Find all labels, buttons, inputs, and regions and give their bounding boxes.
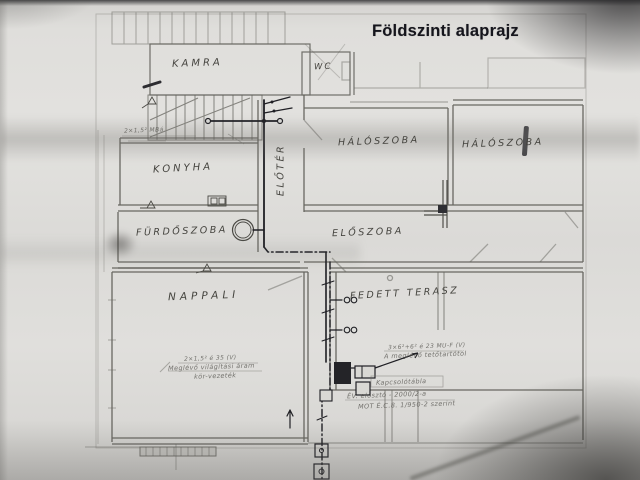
ink-marks [142, 80, 529, 157]
sink-symbol [207, 195, 227, 207]
room-wc [301, 51, 351, 96]
panel-black-box [334, 362, 351, 384]
switch-symbol-2 [141, 96, 157, 109]
meter-box [354, 365, 376, 379]
entry-steps [85, 444, 217, 470]
walls-mid [117, 95, 584, 269]
note-underlines [122, 133, 462, 373]
room-label-nappali: NAPPALI [167, 288, 240, 304]
chimney-wall [424, 180, 448, 228]
room-label-wc: WC [313, 61, 333, 73]
annotation-left-line3: kör-vezeték [193, 371, 237, 381]
ink-smudge [522, 126, 529, 157]
boiler-circle [231, 218, 255, 242]
walls-upper [149, 43, 586, 96]
chimney-block [438, 205, 447, 213]
room-label-eloter: ELŐTÉR [275, 143, 287, 197]
page-title: Földszinti alaprajz [372, 22, 519, 40]
fuse-box [355, 381, 371, 396]
switch-symbol-3 [195, 263, 212, 274]
room-label-kamra: KAMRA [171, 57, 224, 70]
wc-fixture [341, 61, 351, 81]
flow-arrow [286, 409, 294, 429]
conduit-route [204, 96, 358, 480]
annotation-konyha: 2×1,5² MBá [123, 126, 164, 135]
switch-symbol [140, 200, 156, 209]
distribution-panel [319, 352, 455, 402]
leader-arrow [351, 352, 419, 369]
staircase [147, 94, 263, 141]
